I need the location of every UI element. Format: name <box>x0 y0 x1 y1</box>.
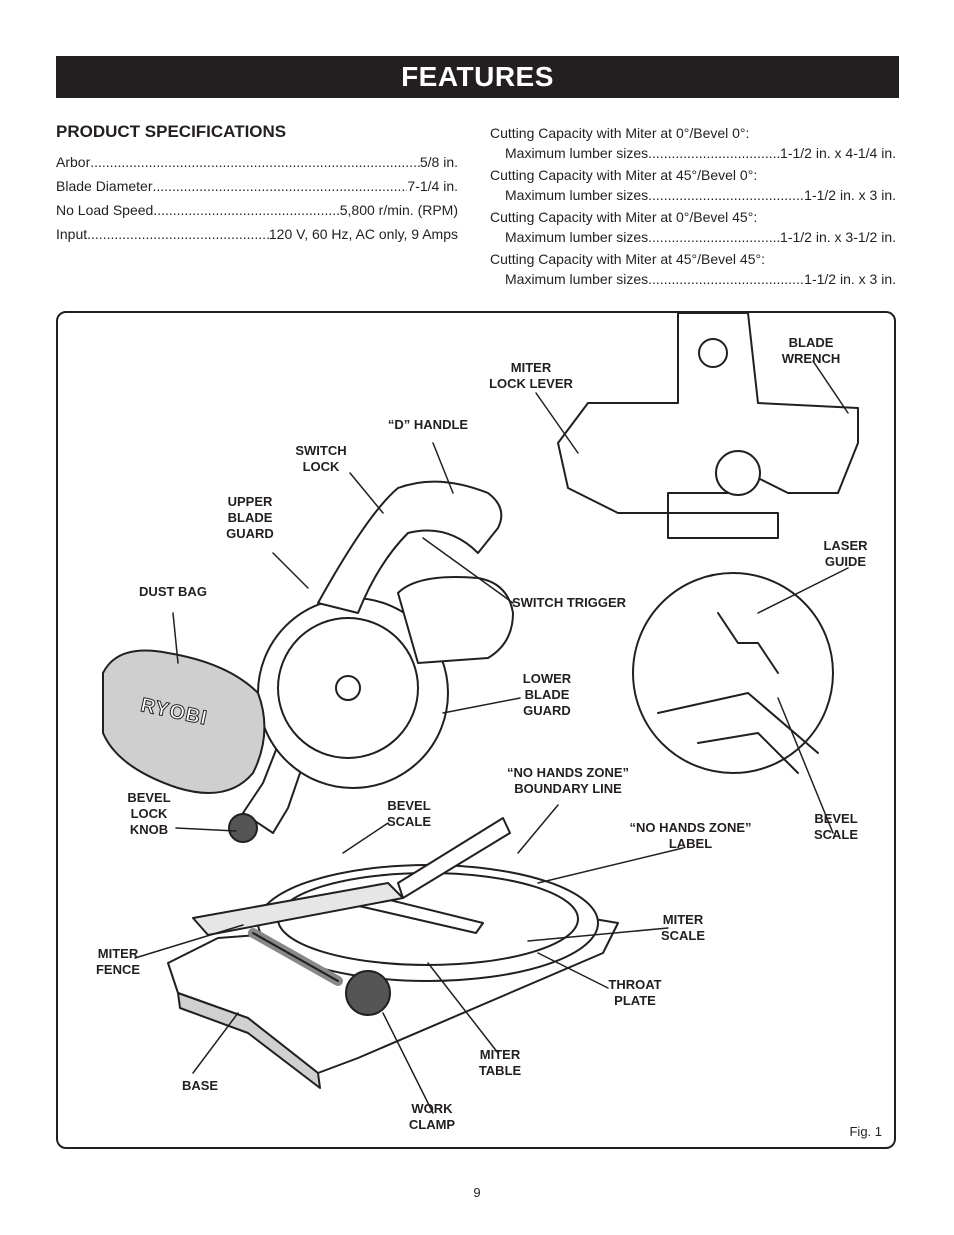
leader-dots <box>648 269 804 289</box>
leader-dots <box>87 222 269 246</box>
capacity-row: Maximum lumber sizes 1-1/2 in. x 4-1/4 i… <box>490 143 896 163</box>
capacity-value: 1-1/2 in. x 4-1/4 in. <box>780 145 896 161</box>
spec-label: Input <box>56 226 88 242</box>
callout-miter-scale: MITER SCALE <box>660 912 706 943</box>
capacity-heading: Cutting Capacity with Miter at 45°/Bevel… <box>490 251 765 267</box>
callout-laser-guide: LASER GUIDE <box>823 538 868 569</box>
capacity-heading: Cutting Capacity with Miter at 0°/Bevel … <box>490 209 758 225</box>
capacity-row: Maximum lumber sizes 1-1/2 in. x 3 in. <box>490 185 896 205</box>
capacity-heading: Cutting Capacity with Miter at 45°/Bevel… <box>490 167 758 183</box>
product-specifications: PRODUCT SPECIFICATIONS Arbor 5/8 in. Blad… <box>56 122 458 246</box>
spec-row-blade-diameter: Blade Diameter 7-1/4 in. <box>56 174 458 198</box>
spec-row-arbor: Arbor 5/8 in. <box>56 150 458 174</box>
spec-value: 5/8 in. <box>419 154 458 170</box>
capacity-label: Maximum lumber sizes <box>505 145 649 161</box>
spec-value: 7-1/4 in. <box>407 178 458 194</box>
capacity-value: 1-1/2 in. x 3 in. <box>804 187 896 203</box>
capacity-heading: Cutting Capacity with Miter at 0°/Bevel … <box>490 125 750 141</box>
callout-miter-fence: MITER FENCE <box>95 946 141 977</box>
spec-value: 120 V, 60 Hz, AC only, 9 Amps <box>268 226 458 242</box>
bevel-scale-ruler <box>397 817 511 899</box>
specs-title: PRODUCT SPECIFICATIONS <box>56 122 287 141</box>
d-handle-shape <box>317 480 503 614</box>
inset-knob <box>698 338 728 368</box>
spec-label: No Load Speed <box>56 202 154 218</box>
leader-dots <box>153 198 339 222</box>
leader-dots <box>153 174 408 198</box>
cutting-capacities: Cutting Capacity with Miter at 0°/Bevel … <box>490 123 896 291</box>
blade-arbor <box>335 675 361 701</box>
capacity-row: Maximum lumber sizes 1-1/2 in. x 3 in. <box>490 269 896 289</box>
capacity-value: 1-1/2 in. x 3 in. <box>804 271 896 287</box>
leader-dots <box>648 185 804 205</box>
miter-saw-illustration <box>102 313 859 1114</box>
capacity-value: 1-1/2 in. x 3-1/2 in. <box>780 229 896 245</box>
spec-label: Blade Diameter <box>56 178 153 194</box>
leader-lines <box>134 360 849 1114</box>
callout-miter-lock-lever: MITER LOCK LEVER <box>489 360 573 391</box>
callout-base: BASE <box>181 1078 219 1093</box>
capacity-row: Maximum lumber sizes 1-1/2 in. x 3-1/2 i… <box>490 227 896 247</box>
callout-no-hands-zone-boundary: “NO HANDS ZONE” BOUNDARY LINE <box>506 765 630 796</box>
inset-detail-lines <box>657 612 819 774</box>
inset-center-knob <box>715 450 761 496</box>
inset-saw-top-view <box>557 313 859 539</box>
callout-no-hands-zone-label: “NO HANDS ZONE” LABEL <box>629 820 752 851</box>
page-number: 9 <box>473 1185 481 1200</box>
leader-dots <box>90 150 420 174</box>
callout-work-clamp: WORK CLAMP <box>408 1101 456 1132</box>
callout-upper-blade-guard: UPPER BLADE GUARD <box>226 494 274 541</box>
callout-blade-wrench: BLADE WRENCH <box>781 335 841 366</box>
spec-row-no-load-speed: No Load Speed 5,800 r/min. (RPM) <box>56 198 458 222</box>
page-title: FEATURES <box>401 61 554 92</box>
figure-panel: BLADE WRENCH MITER LOCK LEVER “D” HANDLE… <box>56 311 896 1149</box>
spec-value: 5,800 r/min. (RPM) <box>339 202 458 218</box>
laser-bevel-detail-inset <box>632 572 834 774</box>
capacity-label: Maximum lumber sizes <box>505 187 649 203</box>
work-clamp-knob-shape <box>345 970 391 1016</box>
capacity-label: Maximum lumber sizes <box>505 271 649 287</box>
base-front-face <box>177 992 321 1089</box>
blade-shape <box>277 617 419 759</box>
callout-switch-trigger: SWITCH TRIGGER <box>511 595 627 610</box>
callout-throat-plate: THROAT PLATE <box>608 977 662 1008</box>
capacity-label: Maximum lumber sizes <box>505 229 649 245</box>
callout-miter-table: MITER TABLE <box>478 1047 522 1078</box>
callout-bevel-scale-left: BEVEL SCALE <box>386 798 432 829</box>
callout-lower-blade-guard: LOWER BLADE GUARD <box>522 671 572 718</box>
callout-dust-bag: DUST BAG <box>139 584 207 599</box>
callout-bevel-scale-right: BEVEL SCALE <box>813 811 859 842</box>
leader-dots <box>648 227 780 247</box>
features-banner: FEATURES <box>56 56 899 98</box>
leader-dots <box>648 143 780 163</box>
motor-housing <box>397 576 514 664</box>
callout-switch-lock: SWITCH LOCK <box>295 443 347 474</box>
spec-row-input: Input 120 V, 60 Hz, AC only, 9 Amps <box>56 222 458 246</box>
callout-bevel-lock-knob: BEVEL LOCK KNOB <box>127 790 171 837</box>
dust-bag-shape <box>102 649 266 794</box>
work-clamp-screw-line <box>252 932 339 982</box>
bevel-lock-knob-shape <box>228 813 258 843</box>
spec-label: Arbor <box>56 154 91 170</box>
callout-d-handle: “D” HANDLE <box>387 417 469 432</box>
figure-label: Fig. 1 <box>849 1124 882 1139</box>
